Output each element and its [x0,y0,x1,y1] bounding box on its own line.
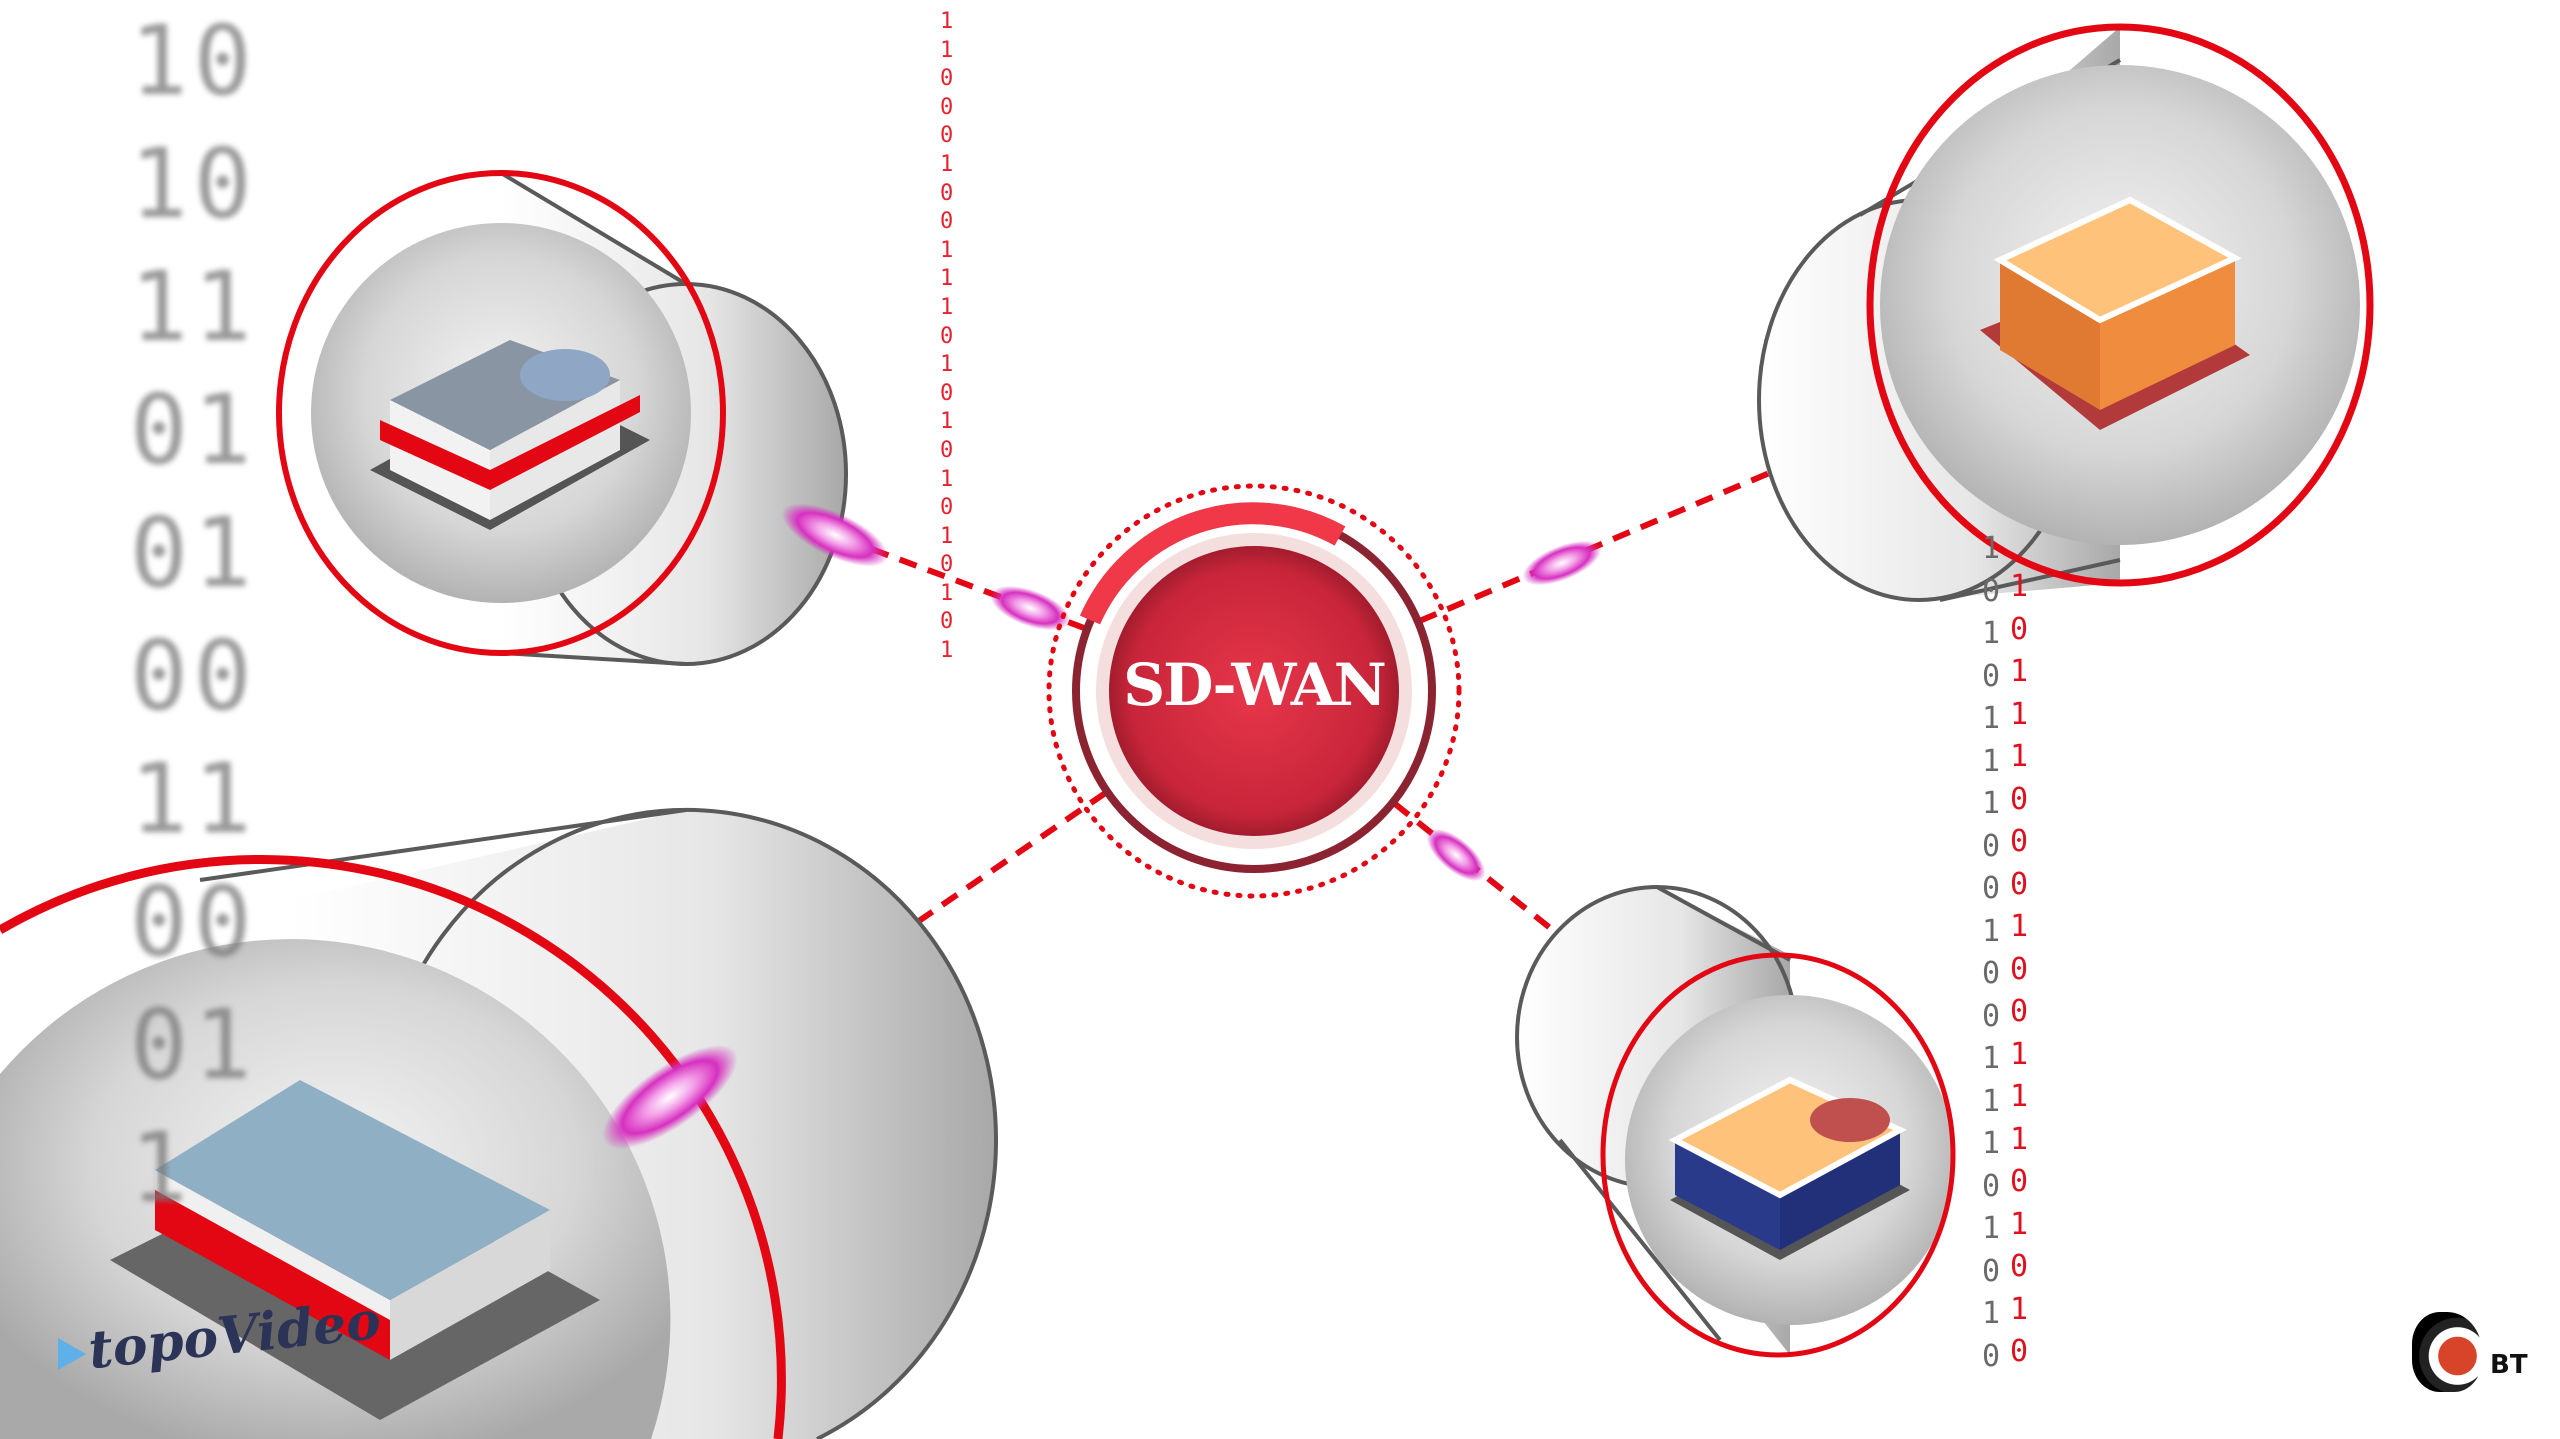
binary-pair: 10 [130,128,258,240]
binary-pair: 11 [130,743,258,855]
binary-stream-right-gray: 10101110010011101010 [1982,531,2001,1374]
data-packet [1426,828,1486,882]
binary-pair: 1 [130,1112,194,1224]
data-packet [1522,540,1602,586]
binary-pair: 00 [130,620,258,732]
binary-pair: 01 [130,374,258,486]
binary-pair: 01 [130,497,258,609]
shop-building-icon [370,340,650,530]
shop-building-icon [1668,1076,1910,1260]
warehouse-bottom-left [0,807,998,1439]
bt-logo: BT [2490,1350,2528,1380]
play-chat-icon [58,1338,86,1370]
branch-office-top-right [1757,23,2374,602]
binary-pair: 11 [130,251,258,363]
binary-stream-right-red: 1011100010011101010 [2010,569,2029,1369]
sd-wan-hub [1046,483,1462,899]
binary-pair: 01 [130,989,258,1101]
headdress-mascot-icon [2412,1312,2482,1392]
background-binary-digits: 10 10 11 01 01 00 11 00 01 1 [130,0,258,1230]
branch-store-bottom-right [1515,885,1956,1358]
data-packet [781,503,889,567]
binary-pair: 00 [130,866,258,978]
data-packet [602,1044,738,1150]
office-building-icon [1980,196,2250,430]
data-packets [602,503,1602,1150]
binary-stream-left: 11000100111010101010101 [940,9,954,664]
sd-wan-label: SD-WAN [1123,651,1387,719]
branch-store-top-left [276,170,848,666]
data-packet [990,585,1070,631]
warehouse-building-icon [110,1080,600,1420]
binary-pair: 10 [130,5,258,117]
